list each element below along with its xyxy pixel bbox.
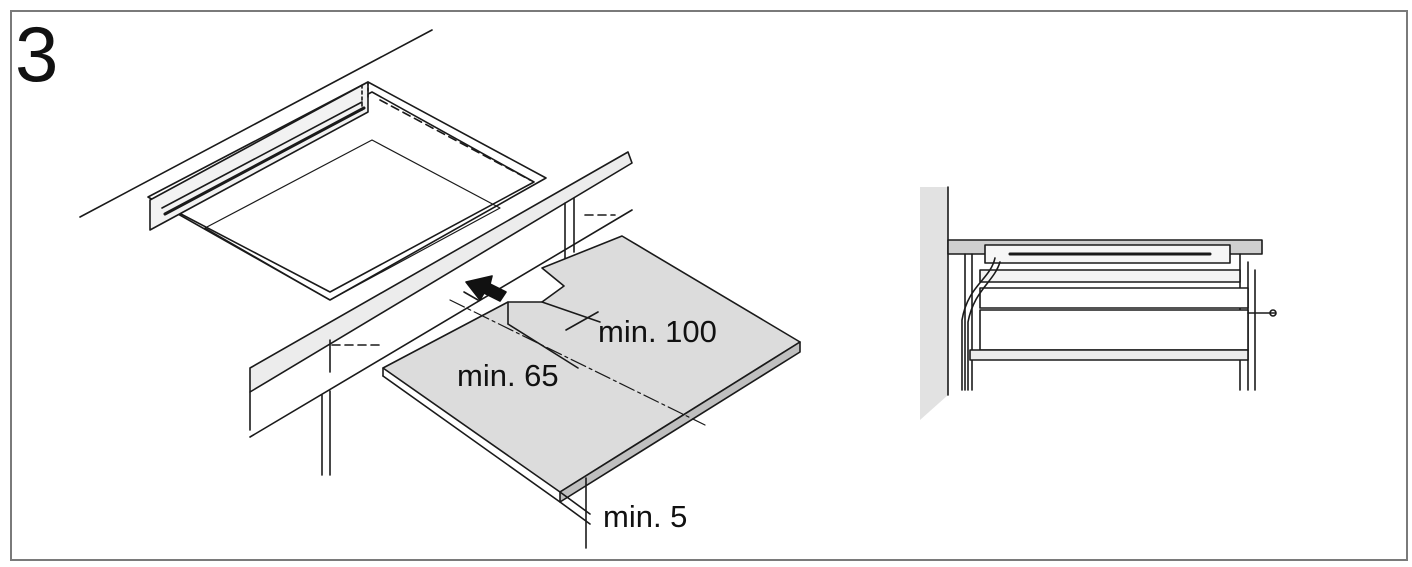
diagram-frame — [10, 10, 1408, 561]
cabinet-posts — [329, 197, 616, 373]
intermediate-floor-panel — [382, 235, 801, 549]
step-number: 3 — [15, 10, 59, 98]
worktop-with-cutout — [79, 29, 633, 476]
label-min-65: min. 65 — [457, 358, 559, 393]
hob-cutout — [147, 81, 547, 301]
section-view — [920, 186, 1277, 420]
label-min-100: min. 100 — [598, 314, 717, 349]
insertion-arrow — [463, 275, 507, 302]
label-min-5: min. 5 — [603, 499, 687, 534]
